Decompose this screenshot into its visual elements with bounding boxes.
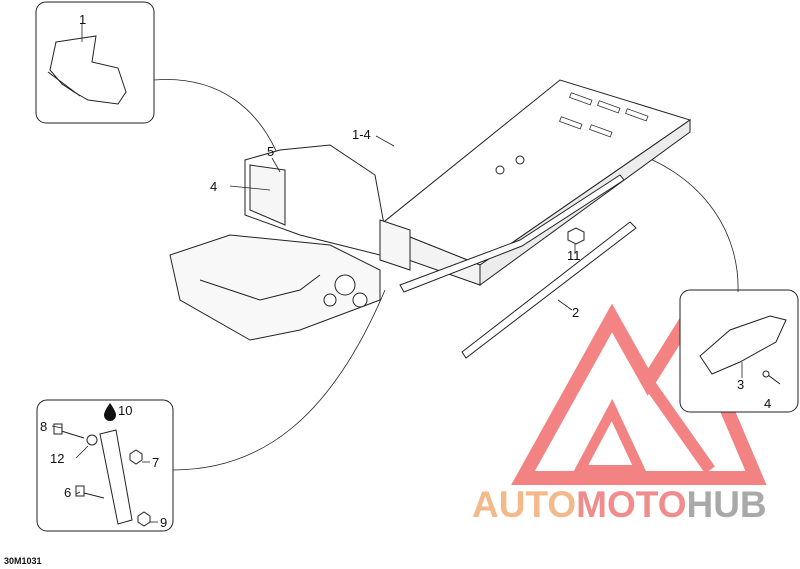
watermark-text: AUTOMOTOHUB bbox=[472, 486, 767, 523]
callout-12: 12 bbox=[50, 451, 65, 466]
watermark-logo bbox=[511, 302, 767, 485]
inset-box-bottom-left bbox=[36, 399, 174, 532]
callout-1-4: 1-4 bbox=[352, 127, 371, 142]
callout-8: 8 bbox=[40, 419, 48, 434]
callout-1: 1 bbox=[79, 12, 87, 27]
callout-2: 2 bbox=[572, 305, 580, 320]
callout-4-inset: 4 bbox=[764, 396, 772, 411]
inset-hardware bbox=[53, 423, 151, 527]
watermark-auto: AUTO bbox=[472, 484, 577, 525]
rivet-icon bbox=[762, 370, 781, 385]
callout-7: 7 bbox=[152, 455, 160, 470]
inset-part-3 bbox=[699, 315, 787, 375]
callout-11: 11 bbox=[567, 248, 581, 263]
callout-4: 4 bbox=[210, 179, 218, 194]
snowmobile-frame bbox=[169, 79, 692, 341]
callout-10: 10 bbox=[118, 403, 133, 418]
part-11-clip bbox=[567, 227, 585, 254]
callout-6: 6 bbox=[64, 485, 72, 500]
leader-curve-3 bbox=[172, 289, 386, 471]
callout-9: 9 bbox=[160, 515, 168, 530]
inset-part-1 bbox=[47, 35, 127, 105]
oil-drop-icon bbox=[104, 403, 116, 421]
watermark-moto: MOTO bbox=[576, 484, 687, 525]
callout-3: 3 bbox=[737, 377, 745, 392]
diagram-code: 30M1031 bbox=[4, 556, 42, 566]
watermark-hub: HUB bbox=[686, 484, 767, 525]
callout-5: 5 bbox=[267, 144, 275, 159]
part-2-rail bbox=[461, 221, 637, 359]
leader-curve-1 bbox=[153, 79, 281, 161]
